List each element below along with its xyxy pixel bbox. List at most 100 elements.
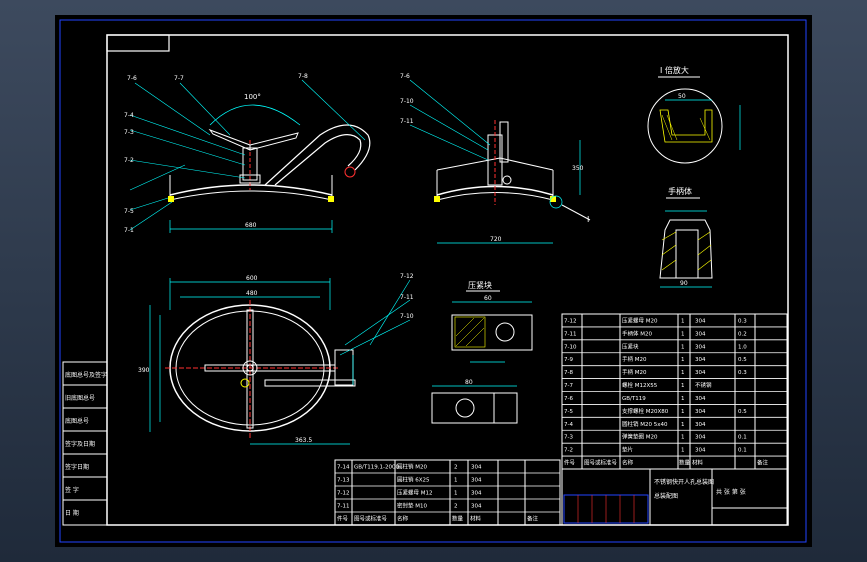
handle-title: 手柄体 [668,186,692,196]
bom-cell: 数量 [679,459,691,467]
ref-label: 7-12 [400,273,414,280]
bom-cell: 手柄 M20 [622,355,647,363]
bom-cell: 支撑螺栓 M20X80 [622,407,669,415]
ref-label: 7-8 [298,73,308,80]
bom-cell: 0.5 [738,357,747,363]
bom-cell: 304 [695,435,706,441]
side-height-dim: 350 [572,165,584,172]
plan-offset-dim: 363.5 [295,437,312,444]
bom-cell: 304 [695,318,706,324]
bom-cell: 1.0 [738,344,747,350]
bom-cell: 压紧块 [622,342,639,350]
bom-cell: 1 [681,318,685,324]
bom-cell: 7-8 [564,370,573,376]
enlarge-width-dim: 50 [678,93,686,100]
section-mark: I [587,215,589,224]
bom-cell: 304 [695,396,706,402]
bom-cell: 圆柱销 M20 5x40 [622,420,668,428]
drawing-subtitle: 总装配图 [654,492,678,500]
bom-cell: 304 [471,478,482,484]
bom-cell: 7-6 [564,396,573,402]
bom-cell: 1 [681,370,685,376]
bom-cell: GB/T119 [622,396,646,402]
bom-cell: 0.5 [738,409,747,415]
front-width-dim: 680 [245,222,257,229]
signature-cell: 签 字 [65,486,79,494]
outer-border [59,19,807,543]
bom-cell: 备注 [527,515,539,523]
ref-label: 7-6 [400,73,410,80]
signature-cell: 签字日期 [65,463,89,471]
signature-cell: 签字及日期 [65,440,95,448]
bom-cell: 弹簧垫圈 M20 [622,433,658,441]
bom-cell: 手柄体 M20 [622,329,652,337]
bom-cell: 304 [695,357,706,363]
plan-view: 600 480 390 363.5 [138,275,411,445]
ref-label: 7-11 [400,118,414,125]
side-width-dim: 720 [490,236,502,243]
bom-cell: 304 [695,448,706,454]
sheet-info: 共 张 第 张 [716,488,746,496]
bom-cell: 圆柱销 6X25 [397,476,430,484]
bom-cell: 图号或标准号 [584,459,618,467]
bom-cell: 304 [471,504,482,510]
bom-cell: 1 [681,435,685,441]
drawing-area [55,15,812,547]
bom-cell: 304 [695,422,706,428]
bom-cell: 压紧螺母 M20 [622,316,658,324]
bom-cell: 7-5 [564,409,573,415]
bom-cell: 1 [681,448,685,454]
bom-cell: 304 [471,491,482,497]
front-angle-label: 100° [244,93,261,101]
handle-width-dim: 90 [680,280,688,287]
clamp-block-view: 压紧块 60 80 [431,280,533,424]
signature-cell: 日 期 [65,509,79,517]
bom-cell: 1 [681,357,685,363]
bom-cell: 7-11 [337,504,349,510]
ref-label: 7-5 [124,208,134,215]
clamp-title: 压紧块 [468,280,492,290]
bom-cell: 304 [695,370,706,376]
bom-cell: 手柄 M20 [622,368,647,376]
bom-cell: 1 [454,478,458,484]
clamp-len-dim: 80 [465,379,473,386]
bom-cell: 304 [695,344,706,350]
bom-cell: 不锈钢 [695,381,712,389]
bom-cell: 1 [681,409,685,415]
plan-outer-dim: 600 [246,275,258,282]
bom-cell: 7-4 [564,422,573,428]
bom-cell: 材料 [692,459,704,467]
ref-label: 7-10 [400,313,414,320]
front-part-refs: 7-6 7-7 7-8 7-4 7-3 7-2 7-5 7-1 [124,73,308,234]
side-part-refs: 7-6 7-10 7-11 [400,73,414,125]
bom-cell: 螺栓 M12X55 [622,381,658,389]
drawing-name: 不锈钢快开人孔总装图 [654,478,714,486]
front-view: 100° 680 [129,79,371,233]
bom-cell: 压紧螺母 M12 [397,489,433,497]
bom-cell: 1 [454,491,458,497]
ref-label: 7-3 [124,129,134,136]
signature-cell: 旧底图总号 [65,394,95,402]
plan-height-dim: 390 [138,367,150,374]
bom-cell: 7-2 [564,448,573,454]
signature-cell: 底图总号 [65,417,89,425]
bom-cell: 数量 [452,515,464,523]
title-block: 不锈钢快开人孔总装图 总装配图 共 张 第 张 [561,468,788,526]
bom-cell: 7-7 [564,383,573,389]
bom-cell: 1 [681,422,685,428]
bom-cell: 圆柱销 M20 [397,463,427,471]
enlarge-detail: I 倍放大 50 [647,65,741,164]
bom-cell: 7-3 [564,435,573,441]
bom-cell: 1 [681,331,685,337]
bom-cell: 7-12 [337,491,349,497]
bom-cell: 7-12 [564,318,576,324]
bom-cell: 图号或标准号 [354,515,388,523]
bom-cell: 1 [681,344,685,350]
corner-code-box [106,34,170,52]
bom-cell: 件号 [564,459,576,467]
bom-cell: 件号 [337,515,349,523]
bom-cell: 0.2 [738,331,747,337]
